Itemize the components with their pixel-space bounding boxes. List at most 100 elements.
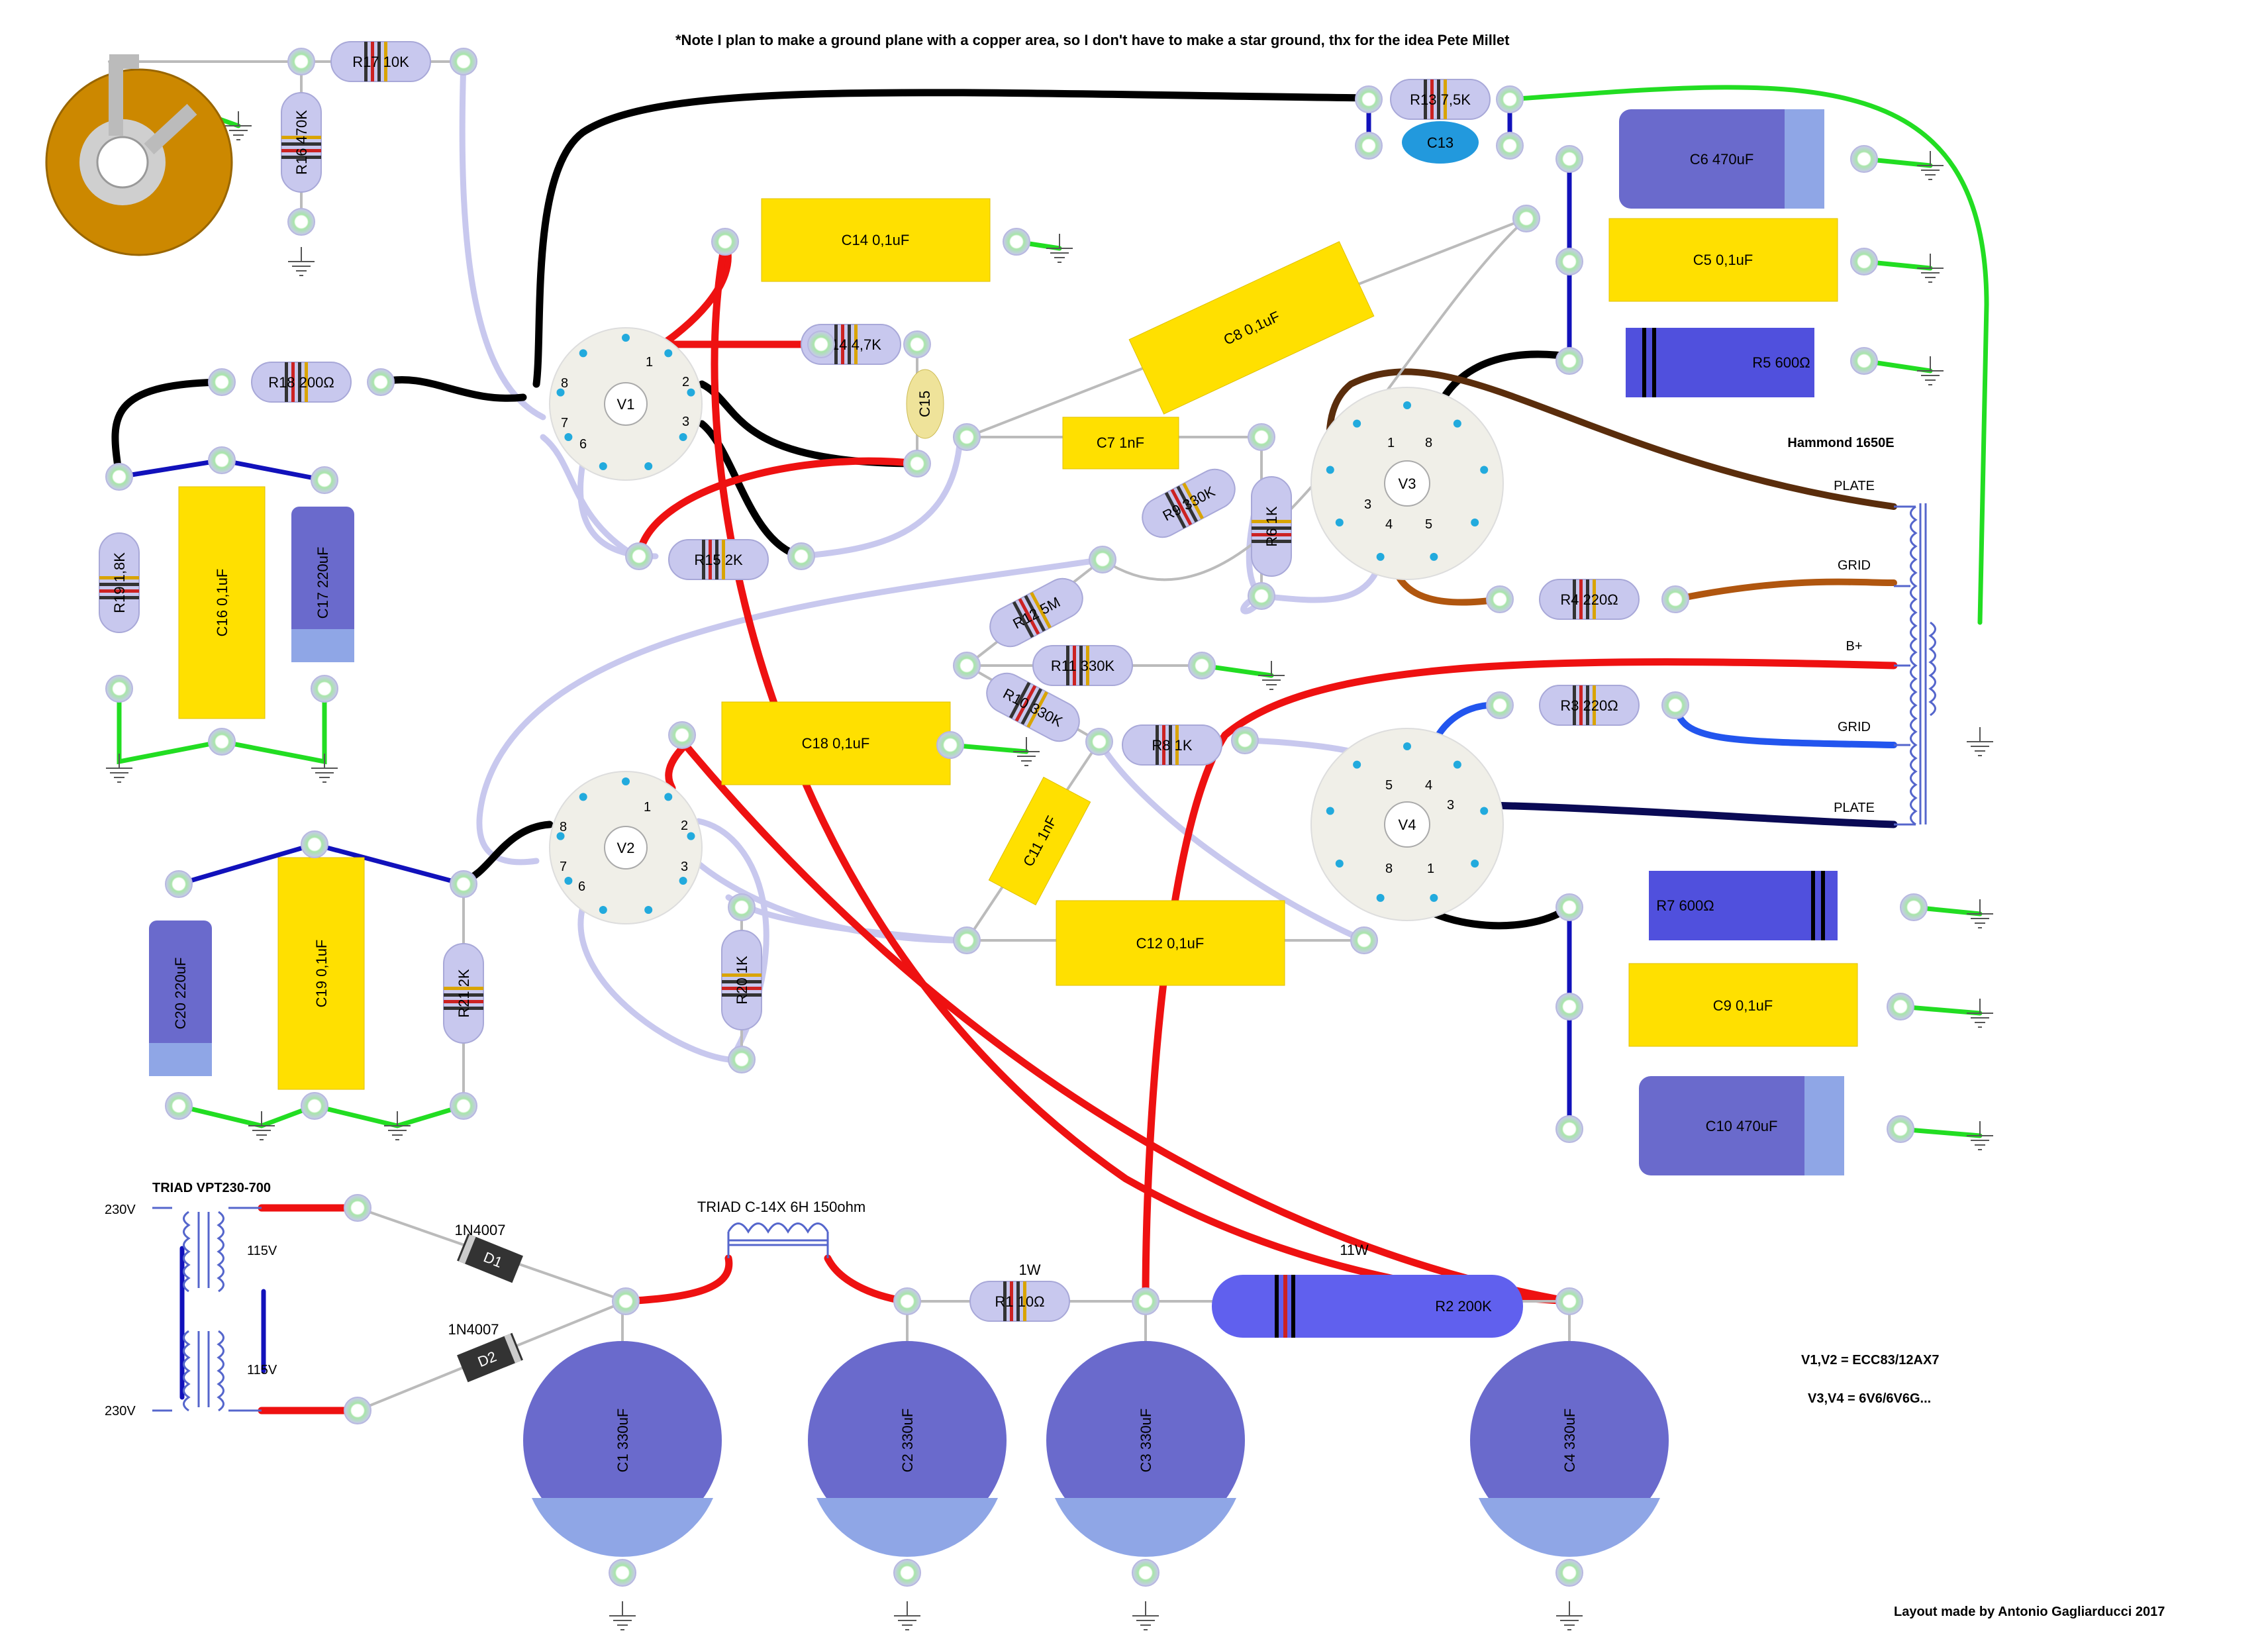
solder-pad (1085, 728, 1113, 756)
tube-pin-dot (622, 777, 630, 785)
capacitor-c19: C19 0,1uF (277, 857, 365, 1090)
resistor-r19-label: R19 1,8K (111, 552, 128, 613)
solder-pad (344, 1397, 371, 1424)
tube-v3: V3 1 8 3 4 5 (1310, 387, 1504, 580)
tube-v3-pin: 1 (1387, 436, 1395, 450)
ot-bplus-label: B+ (1846, 639, 1862, 654)
ground-icon (384, 1111, 411, 1140)
solder-pad (1248, 582, 1275, 610)
solder-pad (105, 463, 133, 491)
diode-d1-type: 1N4007 (454, 1222, 505, 1238)
resistor-r15: R15 2K (668, 539, 769, 580)
ground-icon (1046, 234, 1073, 263)
solder-pad (1555, 993, 1583, 1020)
tube-v4-pin: 8 (1385, 862, 1393, 876)
ground-icon (225, 111, 252, 140)
solder-pad (1555, 1287, 1583, 1315)
primary-top-label: 230V (105, 1203, 136, 1217)
ground-icon (1132, 1601, 1159, 1630)
solder-pad (1661, 585, 1689, 613)
ground-icon (1013, 737, 1040, 766)
solder-pad (953, 423, 981, 451)
tube-pin-dot (564, 433, 573, 441)
ground-icon (1967, 899, 1993, 928)
solder-pad (625, 542, 653, 570)
tube-v3-pin: 3 (1364, 497, 1371, 512)
diode-d1: D1 (457, 1233, 523, 1283)
tube-v4: V4 5 4 3 8 1 (1310, 728, 1504, 921)
tube-v1: V1 1 2 3 6 7 8 (549, 327, 703, 481)
choke: TRIAD C-14X 6H 150ohm (697, 1199, 865, 1258)
tube-pin-dot (556, 832, 565, 840)
solder-pad (1089, 546, 1116, 573)
secondary-top-label: 115V (247, 1244, 277, 1258)
ground-icon (311, 754, 338, 783)
tube-pin-dot (622, 334, 630, 342)
solder-pad (208, 728, 236, 756)
tube-v4-pin: 5 (1385, 778, 1393, 793)
tube-pin-dot (1471, 860, 1479, 868)
tube-pin-dots (556, 334, 1489, 914)
tube-pin-dot (1453, 760, 1461, 769)
ground-icon (1967, 1121, 1993, 1150)
capacitor-c18: C18 0,1uF (721, 701, 951, 785)
solder-pad (1555, 145, 1583, 173)
resistor-r1-label: R1 10Ω (995, 1293, 1044, 1310)
resistor-r17-label: R17 10K (352, 54, 409, 70)
tube-pin-dot (599, 905, 607, 914)
solder-pad (1486, 691, 1514, 719)
solder-pad (1555, 1559, 1583, 1587)
tube-v3-pin: 8 (1425, 436, 1432, 450)
solder-pad (165, 870, 193, 898)
solder-pad (1350, 926, 1378, 954)
tube-v1-pin: 2 (682, 375, 689, 389)
tube-v1-pin: 6 (579, 437, 587, 452)
solder-pad (728, 1046, 756, 1073)
resistor-r1: R1 10Ω (969, 1281, 1070, 1322)
tube-v2-pin: 8 (560, 820, 567, 834)
ground-icon (1258, 661, 1285, 690)
solder-pad (1355, 132, 1383, 160)
tube-v2-pin: 6 (578, 879, 585, 894)
tube-v3-pin: 5 (1425, 517, 1432, 532)
resistor-r8: R8 1K (1122, 724, 1222, 766)
capacitor-c16: C16 0,1uF (178, 486, 266, 719)
solder-pad (1132, 1559, 1159, 1587)
resistor-r13: R13 7,5K (1390, 79, 1491, 120)
capacitor-c17-label: C17 220uF (315, 547, 331, 619)
solder-pad (344, 1194, 371, 1222)
tube-v3-label: V3 (1399, 475, 1416, 492)
electrolytic-capacitors: C6 470uF C10 470uF C17 220uF C20 220uF C… (149, 109, 1844, 1557)
capacitor-c18-label: C18 0,1uF (802, 735, 870, 752)
solder-pad (1555, 1115, 1583, 1143)
solder-pad (311, 675, 338, 703)
tube-v2-pin: 3 (681, 860, 688, 874)
capacitor-c19-label: C19 0,1uF (313, 940, 330, 1008)
ground-icon (894, 1601, 920, 1630)
tube-pin-dot (664, 349, 673, 358)
ot-grid-top-label: GRID (1838, 558, 1871, 573)
capacitor-c16-label: C16 0,1uF (214, 569, 230, 637)
power-transformer: TRIAD VPT230-700 230V 230V 115V 115V (105, 1181, 277, 1418)
capacitor-c11: C11 1nF (988, 776, 1091, 906)
capacitor-c7: C7 1nF (1062, 417, 1179, 470)
resistor-r5-label: R5 600Ω (1752, 354, 1810, 371)
r2-power-label: 11W (1340, 1242, 1369, 1258)
capacitor-c2-label: C2 330uF (899, 1409, 916, 1473)
resistor-r7: R7 600Ω (1649, 871, 1838, 940)
choke-name: TRIAD C-14X 6H 150ohm (697, 1199, 865, 1215)
wires (108, 58, 1989, 1518)
capacitor-c10-label: C10 470uF (1706, 1118, 1778, 1134)
tube-pin-dot (599, 462, 607, 470)
solder-pad (301, 1092, 328, 1120)
solder-pad (1555, 248, 1583, 275)
resistor-r18-label: R18 200Ω (268, 374, 334, 391)
tube-v4-pin: 3 (1447, 798, 1454, 813)
capacitor-c1: C1 330uF (523, 1341, 722, 1557)
capacitor-c17: C17 220uF (291, 507, 354, 662)
tube-pin-dot (1430, 552, 1438, 561)
solder-pad (450, 1092, 477, 1120)
capacitor-c3-label: C3 330uF (1138, 1409, 1154, 1473)
solder-pad (1887, 1115, 1914, 1143)
